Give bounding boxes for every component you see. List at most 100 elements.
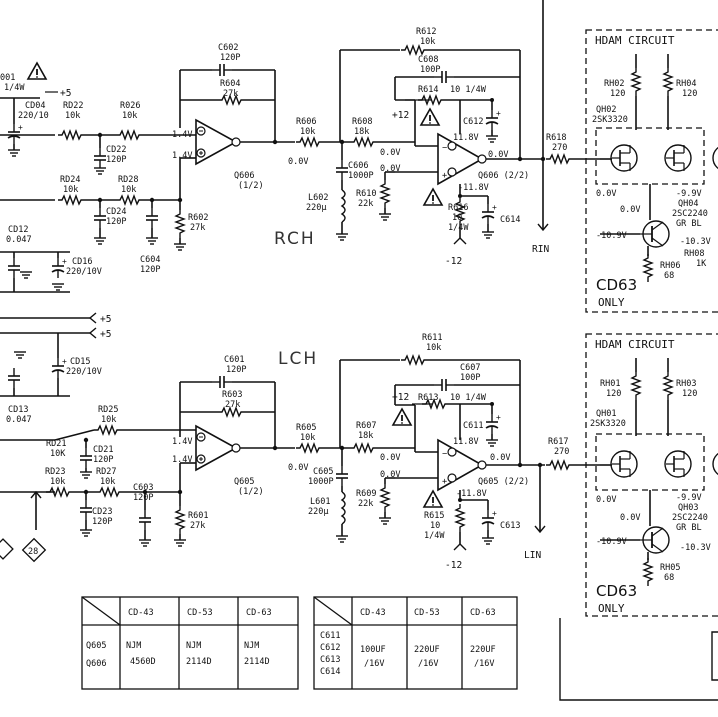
t2-row-ref-3: C614 [320, 667, 340, 677]
hdam-bottom-only: ONLY [598, 602, 625, 615]
qh01-value: 2SK3320 [590, 419, 626, 429]
r618-resistor [545, 154, 575, 164]
rd27-label: RD27 [96, 467, 116, 477]
hdam-top-v5: -10.3V [680, 237, 711, 247]
table-capacitor-variants: CD-43 CD-53 CD-63 C611 C612 C613 C614 10… [313, 596, 518, 690]
rd28-resistor [115, 195, 145, 205]
c601-capacitor [211, 375, 233, 389]
bjt-qh03 [639, 526, 670, 554]
q606b-ref: Q606 (2/2) [478, 171, 529, 181]
t2-row-ref-2: C613 [320, 655, 340, 665]
cd21-value: 120P [93, 455, 113, 465]
rd24-label: RD24 [60, 175, 80, 185]
t1-header-0: CD-43 [128, 608, 154, 618]
warning-icon [423, 188, 443, 206]
rd23-resistor [45, 487, 75, 497]
cd04-label: CD04 [25, 101, 45, 111]
r616-value: 10 [452, 213, 462, 223]
t2-cell-1-a: 220UF [414, 645, 440, 655]
r609-label: R609 [356, 489, 376, 499]
r608-resistor [349, 137, 379, 147]
hdam-title-bottom: HDAM CIRCUIT [595, 338, 675, 351]
cd12-value: 0.047 [6, 235, 32, 245]
c614-capacitor [481, 202, 498, 225]
rd28-label: RD28 [118, 175, 138, 185]
c604-capacitor [145, 207, 159, 229]
r602-value: 27k [190, 223, 205, 233]
c612-label: C612 [463, 117, 483, 127]
cd12-label: CD12 [8, 225, 28, 235]
r613-label: R613 [418, 393, 438, 403]
r610-value: 22k [358, 199, 373, 209]
r603-value: 27k [225, 400, 240, 410]
r607-label: R607 [356, 421, 376, 431]
r614-label: R614 [418, 85, 438, 95]
t1-cell-2-a: NJM [244, 641, 259, 651]
marker-label: 28 [28, 547, 38, 557]
hdam-bottom-v4: -10.9V [596, 537, 627, 547]
q605a-in-minus-v: 1.4V [172, 437, 192, 447]
r618-label: R618 [546, 133, 566, 143]
rd23-label: RD23 [45, 467, 65, 477]
t1-cell-0-b: 4560D [130, 657, 156, 667]
q606a-in-minus-v: 1.4V [172, 130, 192, 140]
rh08-label: RH08 [684, 249, 704, 259]
hdam-top-v1: 0.0V [596, 189, 616, 199]
r618-value: 270 [552, 143, 567, 153]
cd23-value: 120P [92, 517, 112, 527]
r608-label: R608 [352, 117, 372, 127]
t2-header-2: CD-63 [470, 608, 496, 618]
c607-capacitor [433, 378, 455, 392]
rd24-resistor [57, 195, 87, 205]
t1-cell-1-b: 2114D [186, 657, 212, 667]
t2-header-0: CD-43 [360, 608, 386, 618]
q605b-vplus: 11.8V [453, 437, 479, 447]
rh04-value: 120 [682, 89, 697, 99]
c601-value: 120P [226, 365, 246, 375]
r604-value: 27k [223, 89, 238, 99]
r615-watt: 1/4W [424, 531, 445, 541]
vpos-bottom: +12 [392, 392, 409, 403]
r602-resistor [175, 209, 185, 239]
rd25-value: 10k [101, 415, 116, 425]
rh04-label: RH04 [676, 79, 696, 89]
lin-label: LIN [524, 550, 541, 561]
q606b-vplus: 11.8V [453, 133, 479, 143]
c605-capacitor [335, 465, 349, 487]
c606-value: 1000P [348, 171, 374, 181]
c604-label: C604 [140, 255, 160, 265]
q606b-in-plus-v: 0.0V [380, 164, 400, 174]
q605a-in-plus-v: 1.4V [172, 455, 192, 465]
cd16-value: 220/10V [66, 267, 102, 277]
warning-icon [392, 408, 412, 426]
hdam-box-top [585, 29, 718, 313]
qh02-label: QH02 [596, 105, 616, 115]
r612-resistor [400, 45, 430, 55]
q605b-in-plus-v: 0.0V [380, 470, 400, 480]
q605b-out-v: 0.0V [490, 453, 510, 463]
q606a-ref: Q606 [234, 171, 254, 181]
rh03-value: 120 [682, 389, 697, 399]
r617-value: 270 [554, 447, 569, 457]
c614-label: C614 [500, 215, 520, 225]
r612-value: 10k [420, 37, 435, 47]
hdam-bottom-v2: 0.0V [620, 513, 640, 523]
t2-cell-0-b: /16V [364, 659, 384, 669]
q606a-sub: (1/2) [238, 181, 264, 191]
r601-value: 27k [190, 521, 205, 531]
ref-001-val: 1/4W [4, 83, 25, 93]
cd24-label: CD24 [106, 207, 126, 217]
svg-text:−: − [442, 449, 447, 459]
c605-value: 1000P [308, 477, 334, 487]
cd04-capacitor [7, 122, 24, 145]
q606b-out-v: 0.0V [488, 150, 508, 160]
r026-label: R026 [120, 101, 140, 111]
r609-value: 22k [358, 499, 373, 509]
rd25-resistor [93, 425, 123, 435]
hdam-bottom-v3: -9.9V [676, 493, 702, 503]
rh02-label: RH02 [604, 79, 624, 89]
svg-text:−: − [442, 143, 447, 153]
plus5-b: +5 [100, 329, 111, 340]
c601-label: C601 [224, 355, 244, 365]
r026-value: 10k [122, 111, 137, 121]
